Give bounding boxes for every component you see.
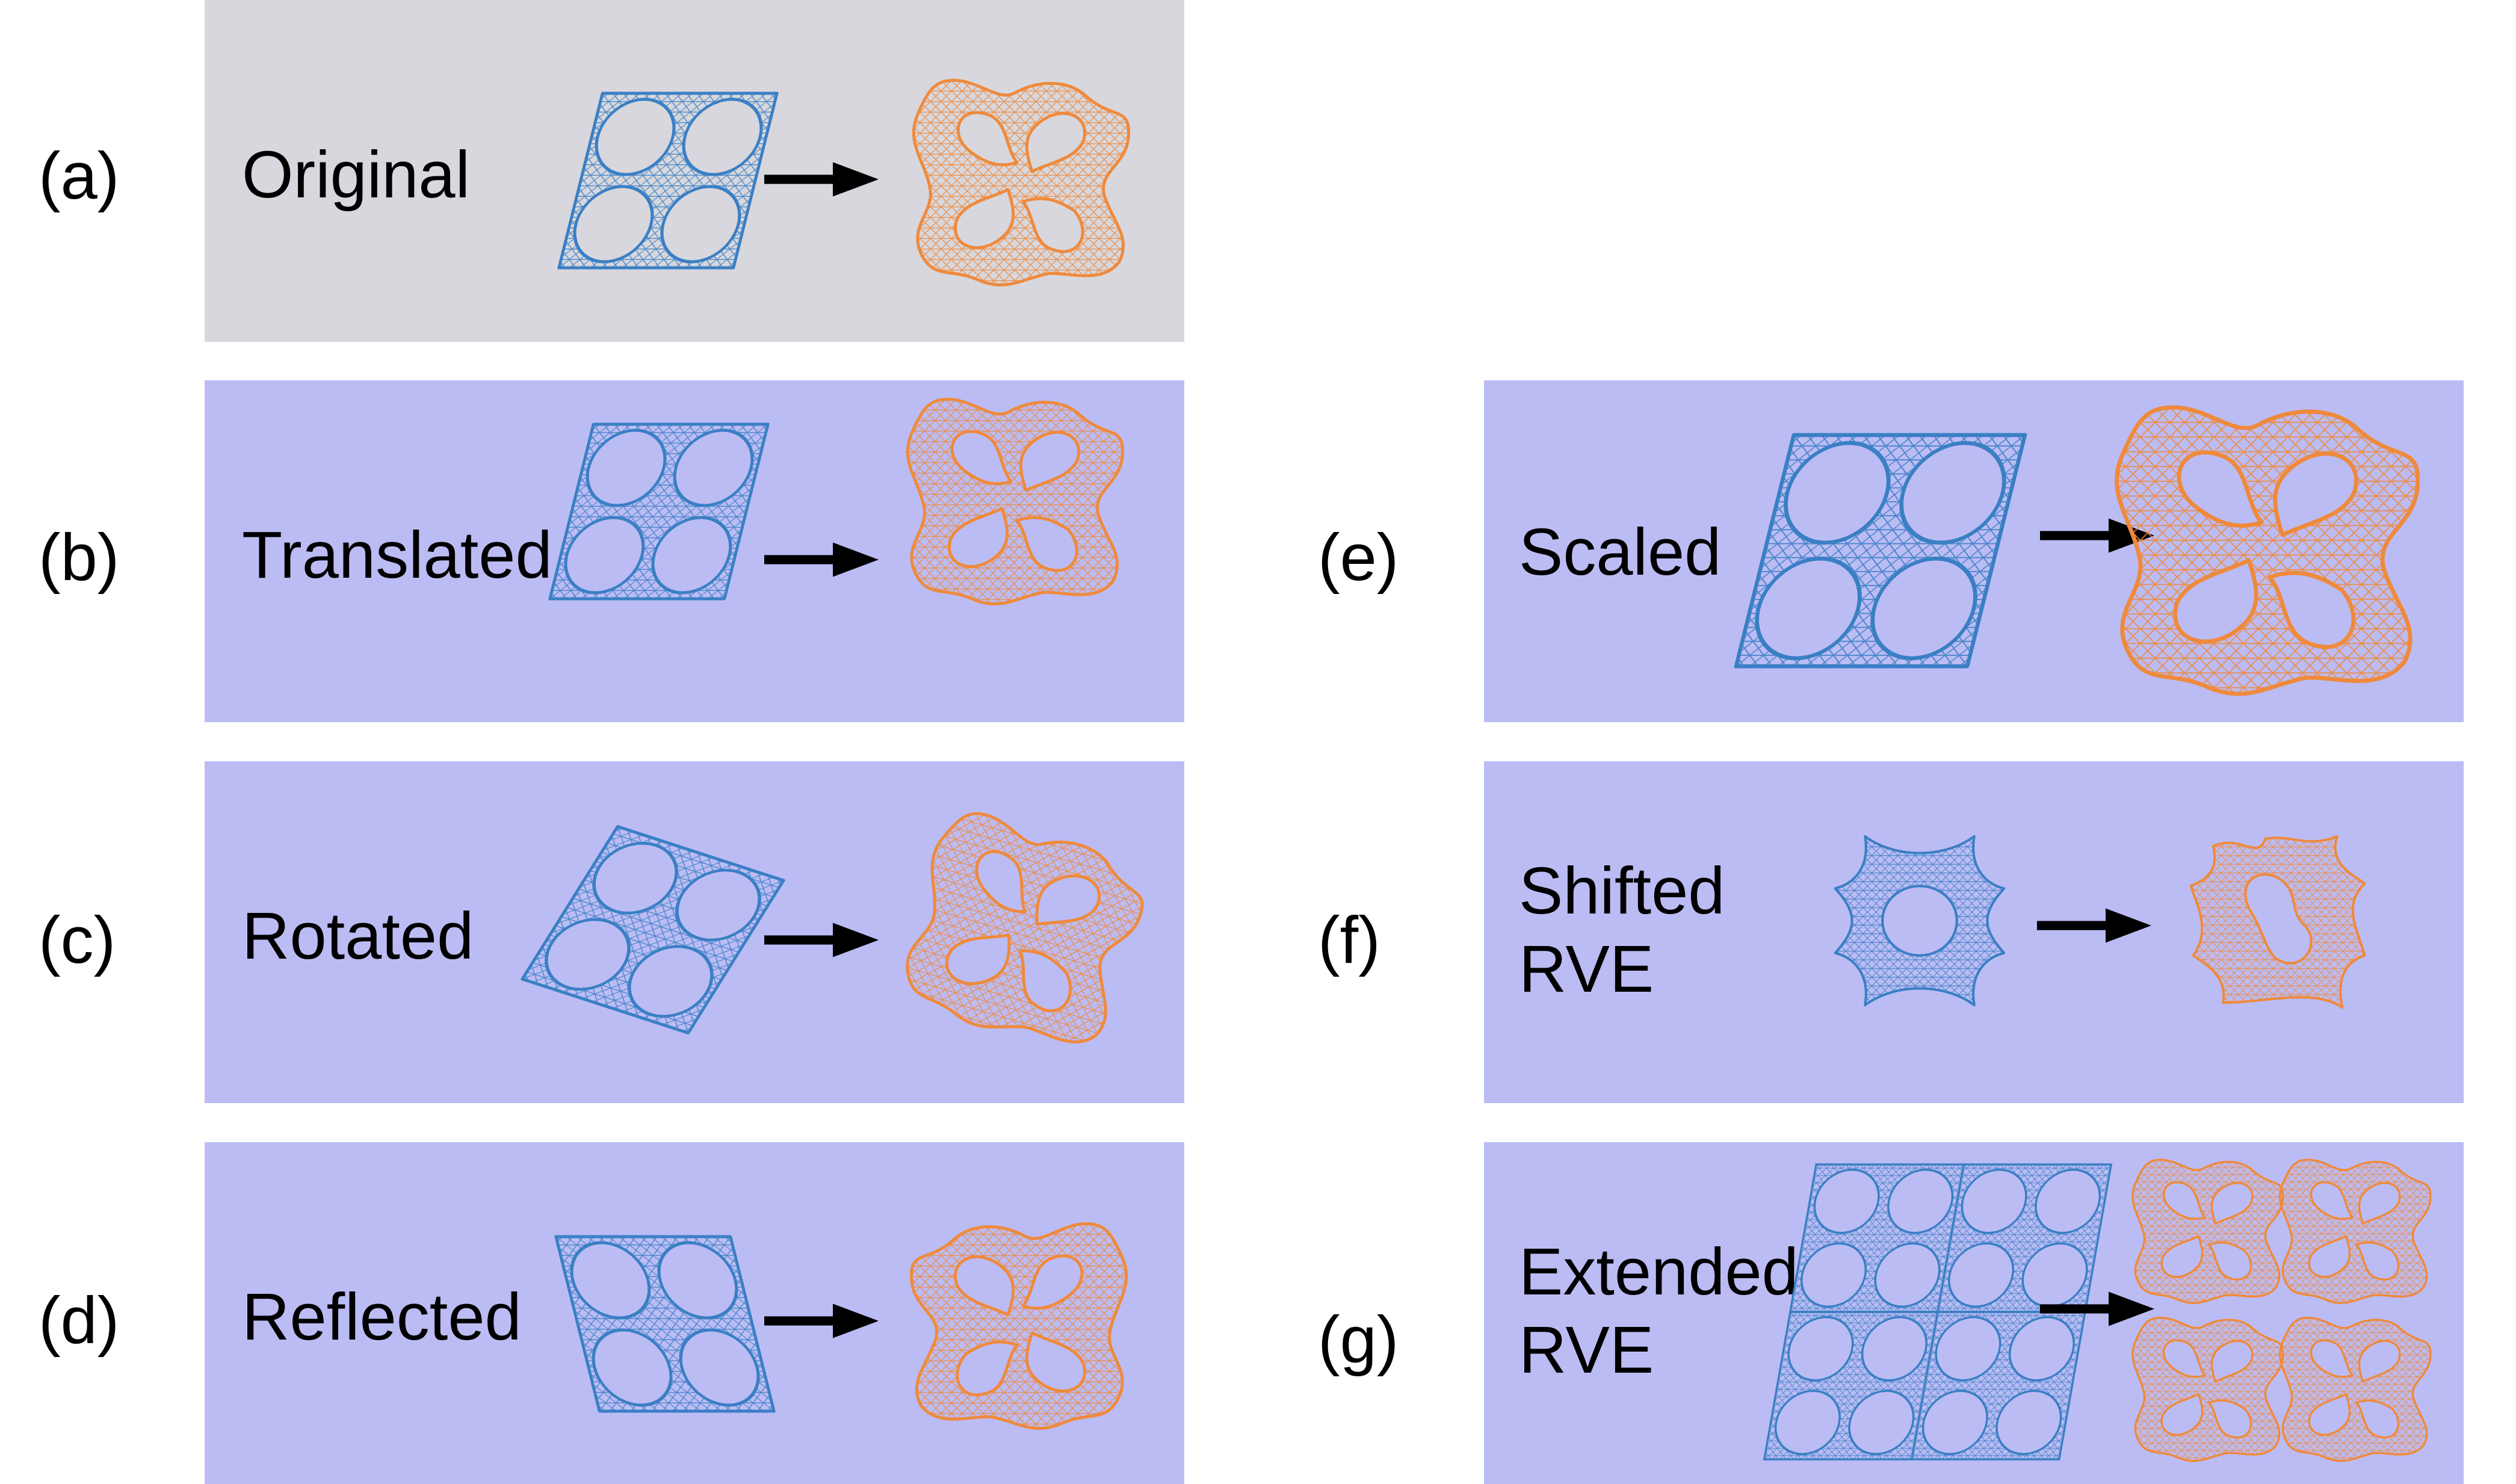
panel-shifted-rve: Shifted RVE — [1484, 761, 2464, 1103]
panel-label-shifted-rve-line2: RVE — [1519, 932, 1654, 1006]
undeformed-rve-reflected — [554, 1235, 776, 1413]
panel-tag-c: (c) — [39, 903, 116, 977]
arrow-icon — [2037, 908, 2151, 943]
undeformed-rve-shifted — [1834, 835, 2006, 1007]
deformed-rve-extended — [2131, 1158, 2432, 1462]
panel-label-shifted-rve-line1: Shifted — [1519, 854, 1725, 928]
panel-tag-a: (a) — [39, 139, 120, 213]
deformed-rve-translated — [906, 398, 1125, 606]
panel-label-translated: Translated — [242, 518, 552, 592]
undeformed-rve-translated — [548, 422, 770, 601]
panel-tag-b: (b) — [39, 521, 120, 595]
panel-tag-e: (e) — [1318, 521, 1399, 595]
undeformed-rve-original — [557, 91, 779, 270]
panel-label-original: Original — [242, 138, 471, 212]
deformed-rve-scaled — [2115, 405, 2420, 696]
panel-label-reflected: Reflected — [242, 1280, 522, 1354]
panel-tag-d: (d) — [39, 1284, 120, 1358]
panel-label-rotated: Rotated — [242, 899, 474, 973]
panel-label-extended-rve-line1: Extended — [1519, 1235, 1799, 1309]
panel-label-extended-rve-line2: RVE — [1519, 1313, 1654, 1387]
undeformed-rve-rotated — [521, 825, 785, 1034]
panel-label-scaled: Scaled — [1519, 515, 1722, 589]
deformed-rve-shifted — [2189, 835, 2366, 1009]
panel-tag-g: (g) — [1318, 1303, 1399, 1377]
undeformed-rve-scaled — [1734, 433, 2027, 669]
arrow-icon — [2040, 1291, 2154, 1326]
arrow-icon — [764, 1303, 879, 1338]
arrow-icon — [764, 923, 879, 957]
arrow-icon — [764, 542, 879, 577]
deformed-rve-reflected — [909, 1222, 1128, 1430]
panel-tag-f: (f) — [1318, 903, 1380, 977]
arrow-icon — [764, 162, 879, 197]
deformed-rve-rotated — [906, 812, 1144, 1043]
deformed-rve-original — [912, 79, 1131, 287]
